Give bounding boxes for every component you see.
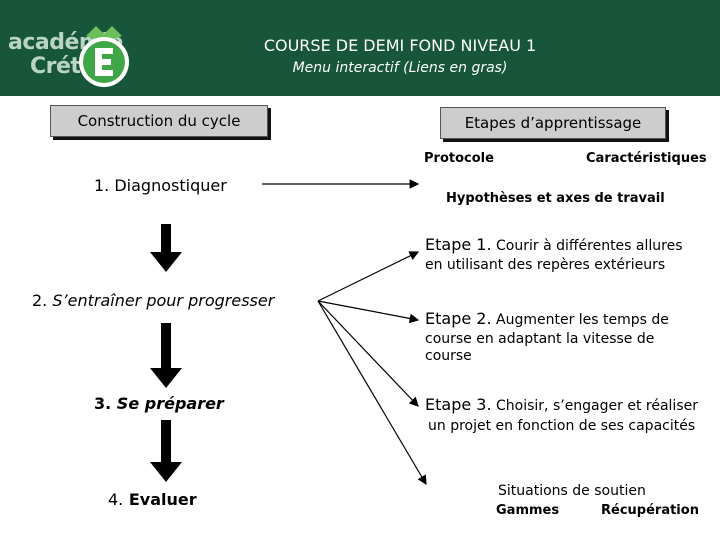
- etape-1-line1: Courir à différentes allures: [496, 238, 683, 254]
- connector-arrow-icon: [262, 179, 427, 486]
- down-arrow-icon: [150, 224, 182, 272]
- etape-3-line1: Choisir, s’engager et réaliser: [496, 398, 698, 414]
- step-3-number: 3.: [94, 394, 112, 413]
- etape-1-line2: en utilisant des repères extérieurs: [425, 257, 666, 273]
- step-1-number: 1.: [94, 176, 110, 195]
- step-2-label: S’entraîner pour progresser: [52, 291, 275, 310]
- construction-du-cycle-button[interactable]: Construction du cycle: [50, 105, 268, 137]
- cycle-step-4[interactable]: 4. Evaluer: [108, 490, 197, 509]
- cycle-step-1[interactable]: 1. Diagnostiquer: [94, 176, 227, 195]
- etape-2-block[interactable]: Etape 2. Augmenter les temps de course e…: [425, 309, 669, 365]
- step-1-label: Diagnostiquer: [114, 176, 227, 195]
- step-4-label: Evaluer: [128, 490, 197, 509]
- page-subtitle: Menu interactif (Liens en gras): [292, 60, 508, 76]
- academie-logo-icon: [79, 26, 129, 87]
- gammes-link[interactable]: Gammes: [496, 503, 560, 518]
- cycle-step-3[interactable]: 3. Se préparer: [94, 394, 224, 413]
- etape-2-line2: course en adaptant la vitesse de: [425, 331, 655, 347]
- step-4-number: 4.: [108, 490, 124, 509]
- etape-2-line1: Augmenter les temps de: [496, 312, 669, 328]
- etape-3-title: Etape 3.: [425, 395, 492, 414]
- etape-1-block[interactable]: Etape 1. Courir à différentes allures en…: [425, 235, 683, 274]
- etape-2-title: Etape 2.: [425, 309, 492, 328]
- caracteristiques-link[interactable]: Caractéristiques: [586, 151, 707, 166]
- protocole-link[interactable]: Protocole: [424, 151, 494, 166]
- step-2-number: 2.: [32, 291, 48, 310]
- situations-soutien-label: Situations de soutien: [498, 483, 646, 499]
- etapes-apprentissage-button[interactable]: Etapes d’apprentissage: [440, 107, 666, 139]
- etape-1-title: Etape 1.: [425, 235, 492, 254]
- down-arrow-icon: [150, 323, 182, 388]
- page-title: COURSE DE DEMI FOND NIVEAU 1: [263, 36, 537, 55]
- etape-3-block[interactable]: Etape 3. Choisir, s’engager et réaliser …: [425, 395, 698, 435]
- recuperation-link[interactable]: Récupération: [601, 503, 699, 518]
- step-3-label: Se préparer: [116, 394, 224, 413]
- down-arrow-icon: [150, 420, 182, 482]
- hypotheses-link[interactable]: Hypothèses et axes de travail: [446, 191, 665, 206]
- etape-2-line3: course: [425, 348, 472, 364]
- etape-3-line2: un projet en fonction de ses capacités: [428, 418, 696, 434]
- cycle-step-2[interactable]: 2. S’entraîner pour progresser: [32, 291, 274, 310]
